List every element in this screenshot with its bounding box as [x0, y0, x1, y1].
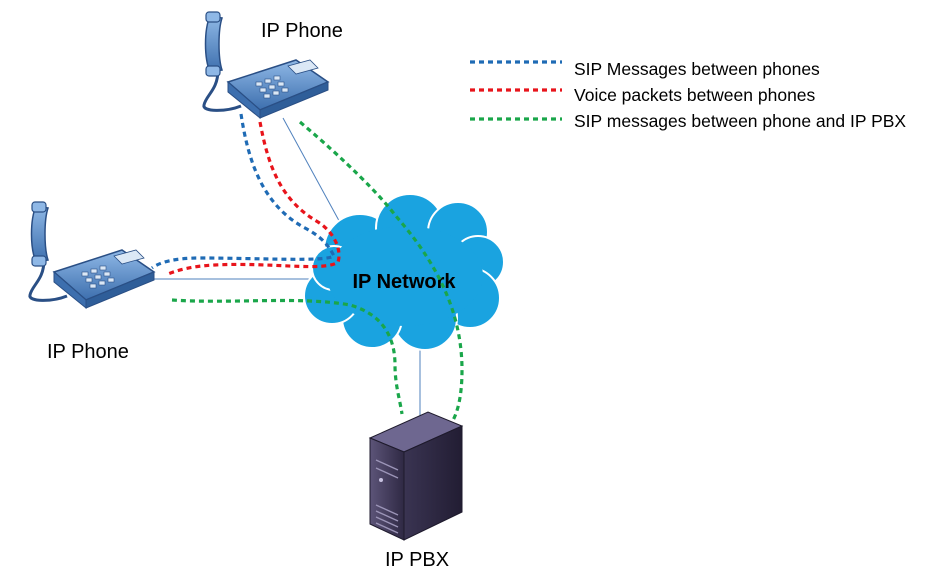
legend-item-sip-pbx: SIP messages between phone and IP PBX — [470, 111, 906, 131]
phone-left-label: IP Phone — [47, 341, 129, 363]
phone-top-label: IP Phone — [261, 20, 343, 42]
physical-links — [150, 117, 421, 425]
server-tower-icon — [368, 411, 464, 541]
sip-path-phones — [151, 113, 337, 270]
sip-path-top-phone-pbx — [298, 120, 464, 423]
message-paths — [151, 113, 464, 423]
ip-phone-left — [28, 201, 156, 310]
ip-network-cloud: IP Network — [303, 193, 505, 351]
voice-path-phones — [167, 121, 341, 276]
legend-item-sip-phones: SIP Messages between phones — [470, 59, 820, 79]
pbx-label: IP PBX — [385, 549, 449, 571]
legend: SIP Messages between phones Voice packet… — [470, 59, 906, 131]
legend-label: SIP messages between phone and IP PBX — [574, 111, 906, 131]
ip-phone-top — [202, 11, 330, 120]
ip-phone-icon — [28, 201, 156, 310]
legend-label: Voice packets between phones — [574, 85, 816, 105]
legend-label: SIP Messages between phones — [574, 59, 820, 79]
ip-phone-icon — [202, 11, 330, 120]
legend-item-voice: Voice packets between phones — [470, 85, 816, 105]
network-label: IP Network — [353, 271, 457, 293]
ip-pbx-server — [368, 411, 464, 541]
link-top-phone-network — [282, 117, 344, 229]
